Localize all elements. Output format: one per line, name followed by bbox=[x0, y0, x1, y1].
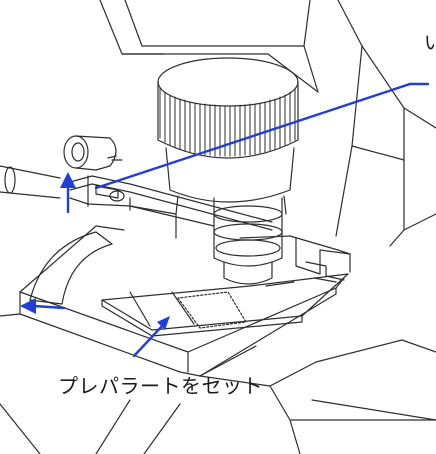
top-label: い bbox=[424, 32, 436, 54]
prepared-slide bbox=[101, 273, 349, 337]
stage-plate bbox=[19, 225, 351, 377]
microscope-arm bbox=[335, 0, 436, 247]
turret-knurling bbox=[159, 87, 296, 157]
arrow-left-icon bbox=[20, 298, 66, 314]
microscope-base bbox=[0, 313, 436, 454]
revolver-turret bbox=[157, 57, 299, 159]
objective-lens bbox=[213, 197, 283, 285]
microscope-head bbox=[99, 0, 319, 93]
slide-holder-bar bbox=[69, 175, 273, 239]
arrow-up-icon bbox=[60, 172, 76, 214]
arrow-to-slide-icon bbox=[132, 316, 170, 358]
stage-curved-arm bbox=[29, 231, 113, 305]
set-slide-label: プレパラートをセット bbox=[58, 374, 263, 398]
stage-knob bbox=[0, 135, 123, 199]
pointer-line bbox=[94, 82, 430, 190]
